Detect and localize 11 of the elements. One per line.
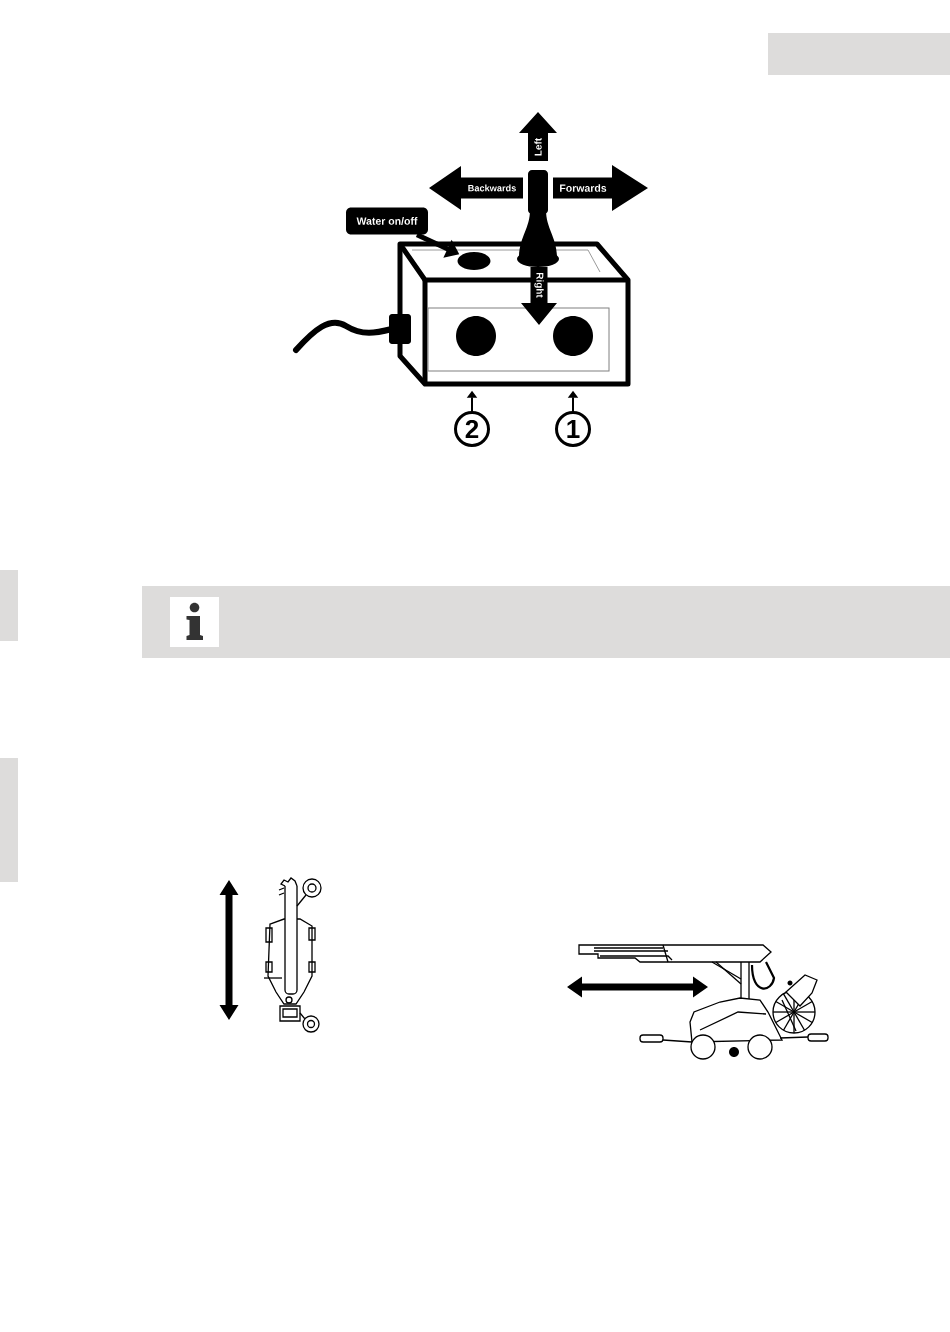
joystick bbox=[517, 170, 559, 267]
callout-number: 2 bbox=[454, 411, 490, 447]
header-tab bbox=[768, 33, 950, 75]
direction-sign: Left bbox=[519, 112, 557, 161]
side-tab bbox=[0, 570, 18, 641]
direction-sign: Backwards bbox=[429, 166, 523, 210]
side-tab bbox=[0, 758, 18, 882]
callout-number: 1 bbox=[555, 411, 591, 447]
push-button bbox=[457, 252, 491, 270]
callout-box: Water on/off bbox=[346, 207, 428, 235]
direction-sign: Forwards bbox=[553, 165, 648, 211]
